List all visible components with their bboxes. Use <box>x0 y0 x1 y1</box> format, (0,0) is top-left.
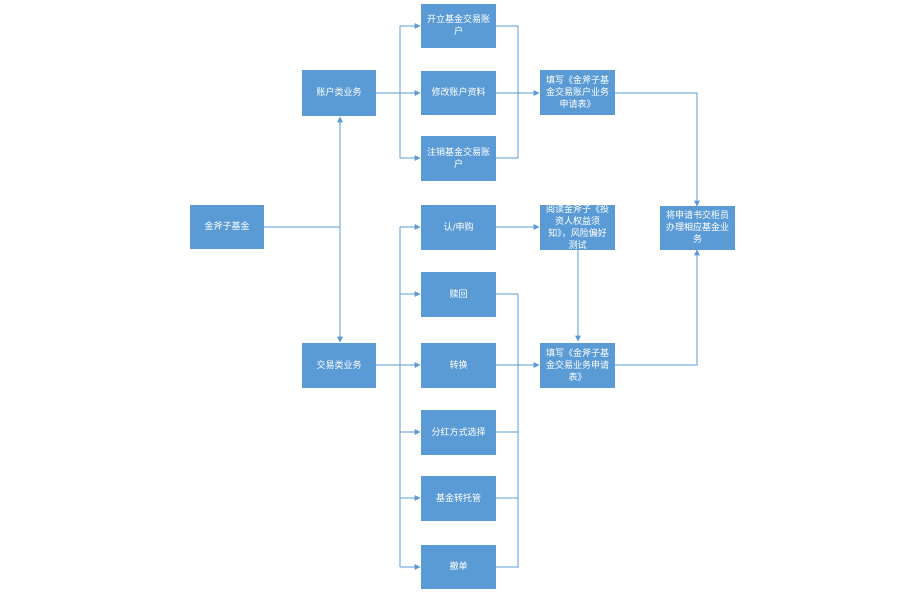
node-transfer-custody-label: 基金转托管 <box>435 493 481 504</box>
node-fill-trade-form: 填写《金斧子基金交易业务申请表》 <box>540 343 615 388</box>
node-modify-account: 修改账户资料 <box>421 71 496 115</box>
node-convert: 转换 <box>421 343 496 388</box>
node-fill-trade-form-label: 填写《金斧子基金交易业务申请表》 <box>545 348 609 383</box>
node-cancel-account-label: 注销基金交易账户 <box>426 147 490 170</box>
node-read-notice: 阅读金斧子《投资人权益须知》，风险偏好测试 <box>540 204 615 251</box>
node-submit-label: 将申请书交柜员办理相应基金业务 <box>665 211 729 245</box>
node-dividend-label: 分红方式选择 <box>431 427 486 438</box>
node-modify-account-label: 修改账户资料 <box>431 88 486 98</box>
node-withdraw-label: 撤单 <box>449 562 468 572</box>
node-cancel-account: 注销基金交易账户 <box>421 136 496 181</box>
node-redeem: 赎回 <box>421 272 496 317</box>
node-root-label: 金斧子基金 <box>204 222 250 232</box>
node-fill-account-form-label: 填写《金斧子基金交易账户业务申请表》 <box>545 75 609 110</box>
node-fill-account-form: 填写《金斧子基金交易账户业务申请表》 <box>540 70 615 115</box>
edge-open-out <box>496 25 519 159</box>
node-subscribe-label: 认/申购 <box>443 222 474 233</box>
node-open-account: 开立基金交易账户 <box>421 4 496 48</box>
node-open-account-label: 开立基金交易账户 <box>426 15 490 37</box>
node-subscribe: 认/申购 <box>421 205 496 250</box>
node-trade-business: 交易类业务 <box>302 343 376 388</box>
edge-trade-ops-collector <box>496 293 519 568</box>
node-convert-label: 转换 <box>449 360 468 371</box>
node-read-notice-label: 阅读金斧子《投资人权益须知》，风险偏好测试 <box>545 204 609 251</box>
edge-trade-form-to-submit <box>615 249 700 366</box>
edge-account-form-to-submit <box>615 92 700 207</box>
node-submit: 将申请书交柜员办理相应基金业务 <box>660 206 735 250</box>
node-trade-business-label: 交易类业务 <box>316 360 362 371</box>
node-account-business-label: 账户类业务 <box>316 88 362 98</box>
node-account-business: 账户类业务 <box>302 70 376 116</box>
node-dividend: 分红方式选择 <box>421 410 496 455</box>
node-withdraw: 撤单 <box>421 545 496 589</box>
node-root: 金斧子基金 <box>190 205 264 249</box>
node-redeem-label: 赎回 <box>449 289 468 300</box>
node-transfer-custody: 基金转托管 <box>421 476 496 521</box>
